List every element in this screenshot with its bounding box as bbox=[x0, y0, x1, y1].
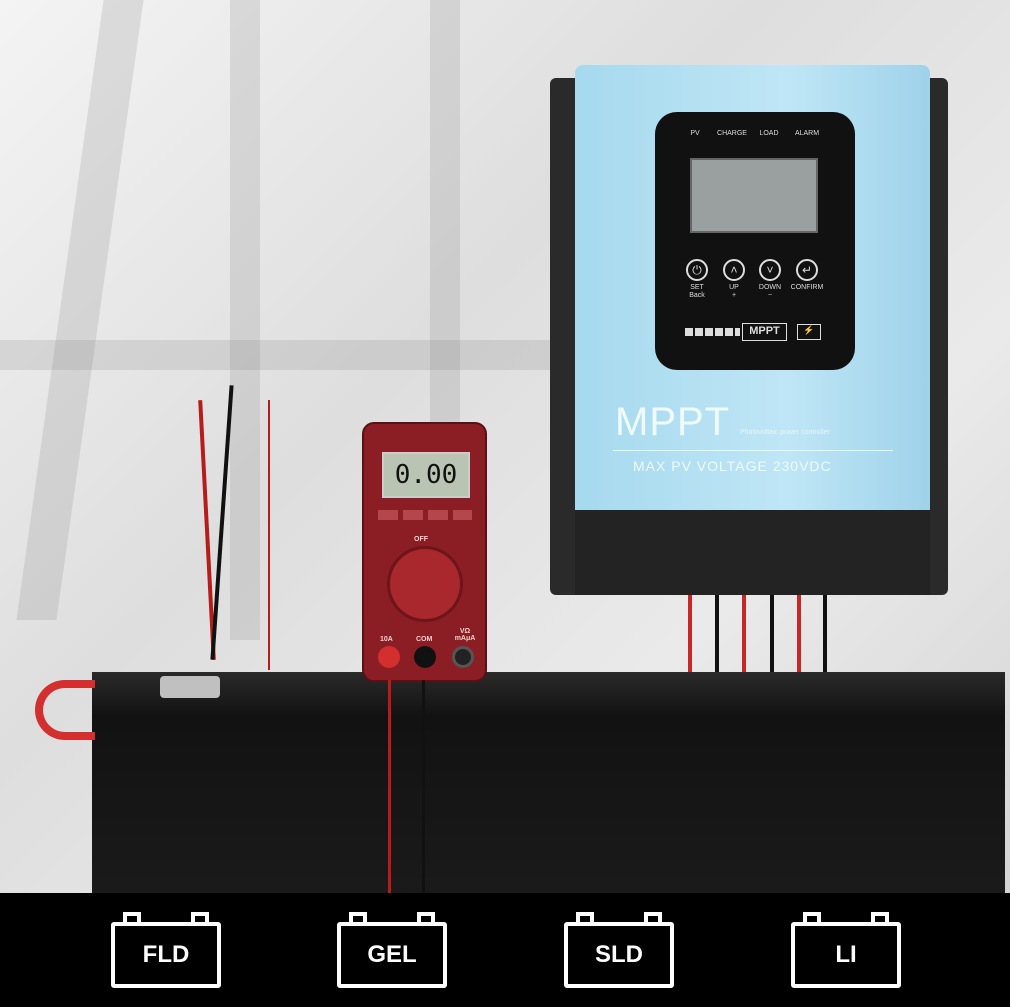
black-lead bbox=[422, 680, 425, 893]
jack-v bbox=[452, 646, 474, 668]
max-voltage-label: MAX PV VOLTAGE 230VDC bbox=[633, 458, 832, 474]
down-label: DOWN bbox=[758, 284, 782, 291]
indicator-load: LOAD bbox=[759, 130, 779, 137]
function-buttons[interactable] bbox=[378, 510, 472, 520]
dial-off-label: OFF bbox=[414, 536, 428, 543]
selector-dial[interactable] bbox=[390, 549, 460, 619]
divider bbox=[613, 450, 893, 451]
power-icon[interactable]: ⏻ bbox=[686, 259, 708, 281]
enter-icon[interactable]: ↵ bbox=[796, 259, 818, 281]
back-label: Back bbox=[689, 292, 705, 299]
battery-type-sld: SLD bbox=[564, 912, 674, 988]
jack-v-label: VΩ mAμA bbox=[454, 628, 476, 642]
indicator-pv: PV bbox=[690, 130, 700, 137]
battery-terminal bbox=[160, 676, 220, 698]
lcd-screen bbox=[690, 158, 818, 233]
indicator-charge: CHARGE bbox=[717, 130, 747, 137]
brand-logo: MPPT bbox=[615, 400, 731, 444]
battery-type-gel: GEL bbox=[337, 912, 447, 988]
chevron-down-icon[interactable]: ˅ bbox=[759, 259, 781, 281]
probe-wire bbox=[268, 400, 270, 670]
cable bbox=[715, 595, 719, 673]
minus-label: − bbox=[767, 292, 773, 299]
chevron-up-icon[interactable]: ˄ bbox=[723, 259, 745, 281]
jack-10a bbox=[378, 646, 400, 668]
multimeter: 0.00 OFF 10A COM VΩ mAμA bbox=[362, 422, 487, 682]
battery-cable bbox=[35, 680, 95, 740]
cable bbox=[742, 595, 746, 673]
solar-panel-icon bbox=[685, 328, 740, 336]
battery-type-fld: FLD bbox=[111, 912, 221, 988]
jack-com bbox=[414, 646, 436, 668]
jack-com-label: COM bbox=[416, 636, 433, 643]
window-shadow bbox=[0, 340, 560, 370]
plus-label: + bbox=[731, 292, 737, 299]
battery-bank bbox=[92, 672, 1005, 893]
confirm-label: CONFIRM bbox=[790, 284, 824, 291]
set-label: SET bbox=[690, 284, 704, 291]
cable bbox=[823, 595, 827, 673]
battery-icon: ⚡ bbox=[797, 324, 821, 340]
window-shadow bbox=[230, 0, 260, 640]
cable bbox=[688, 595, 692, 673]
indicator-alarm: ALARM bbox=[794, 130, 820, 137]
cable bbox=[770, 595, 774, 673]
battery-type-li: LI bbox=[791, 912, 901, 988]
battery-type-band bbox=[0, 893, 1010, 1007]
subtitle: Photovoltaic power controller bbox=[740, 429, 830, 436]
mppt-diagram-label: MPPT bbox=[742, 323, 787, 341]
cable bbox=[797, 595, 801, 673]
red-lead bbox=[388, 680, 391, 893]
up-label: UP bbox=[729, 284, 739, 291]
jack-10a-label: 10A bbox=[380, 636, 393, 643]
controller-terminal-cover bbox=[575, 510, 930, 595]
multimeter-display: 0.00 bbox=[382, 452, 470, 498]
